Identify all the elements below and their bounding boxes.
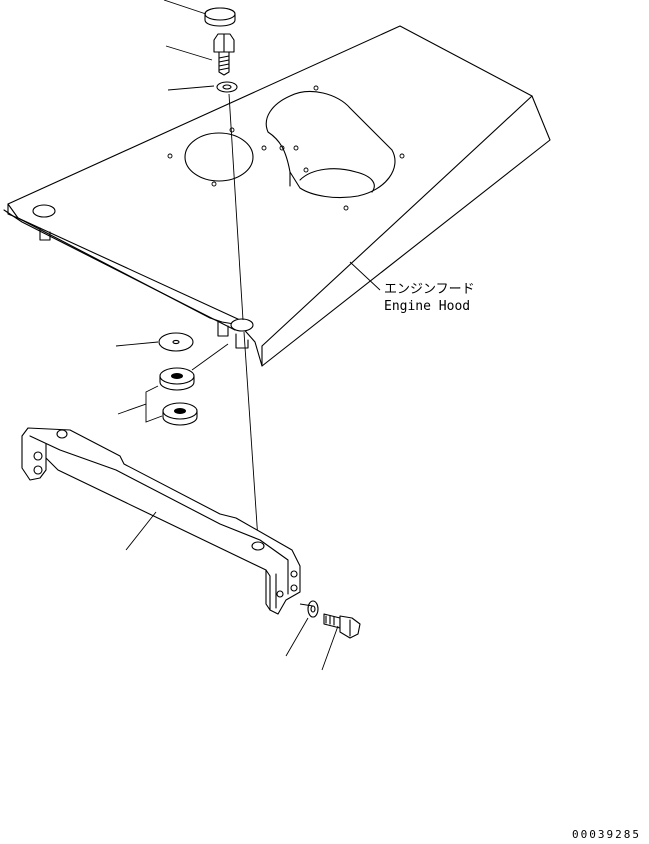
rubber-washer bbox=[158, 332, 194, 352]
hood-hole-left-corner bbox=[32, 204, 56, 218]
engine-hood bbox=[3, 25, 551, 367]
hood-bolt bbox=[213, 33, 235, 76]
spacer-washer-1 bbox=[159, 367, 195, 391]
spacer-washer-2 bbox=[162, 402, 198, 426]
hood-hole-front bbox=[230, 318, 254, 332]
hood-washer bbox=[216, 81, 238, 93]
engine-hood-label-jp: エンジンフード bbox=[384, 282, 475, 297]
hood-stadium-opening bbox=[265, 91, 396, 199]
support-bracket bbox=[21, 427, 301, 615]
cap-plug bbox=[204, 7, 236, 27]
bracket-bolt bbox=[323, 613, 361, 639]
hood-round-opening bbox=[184, 132, 254, 182]
bracket-washer bbox=[307, 600, 319, 618]
drawing-code: 00039285 bbox=[572, 828, 641, 841]
hood-small-holes bbox=[167, 85, 405, 211]
engine-hood-label-en: Engine Hood bbox=[384, 299, 471, 314]
leader-lines bbox=[115, 0, 381, 671]
